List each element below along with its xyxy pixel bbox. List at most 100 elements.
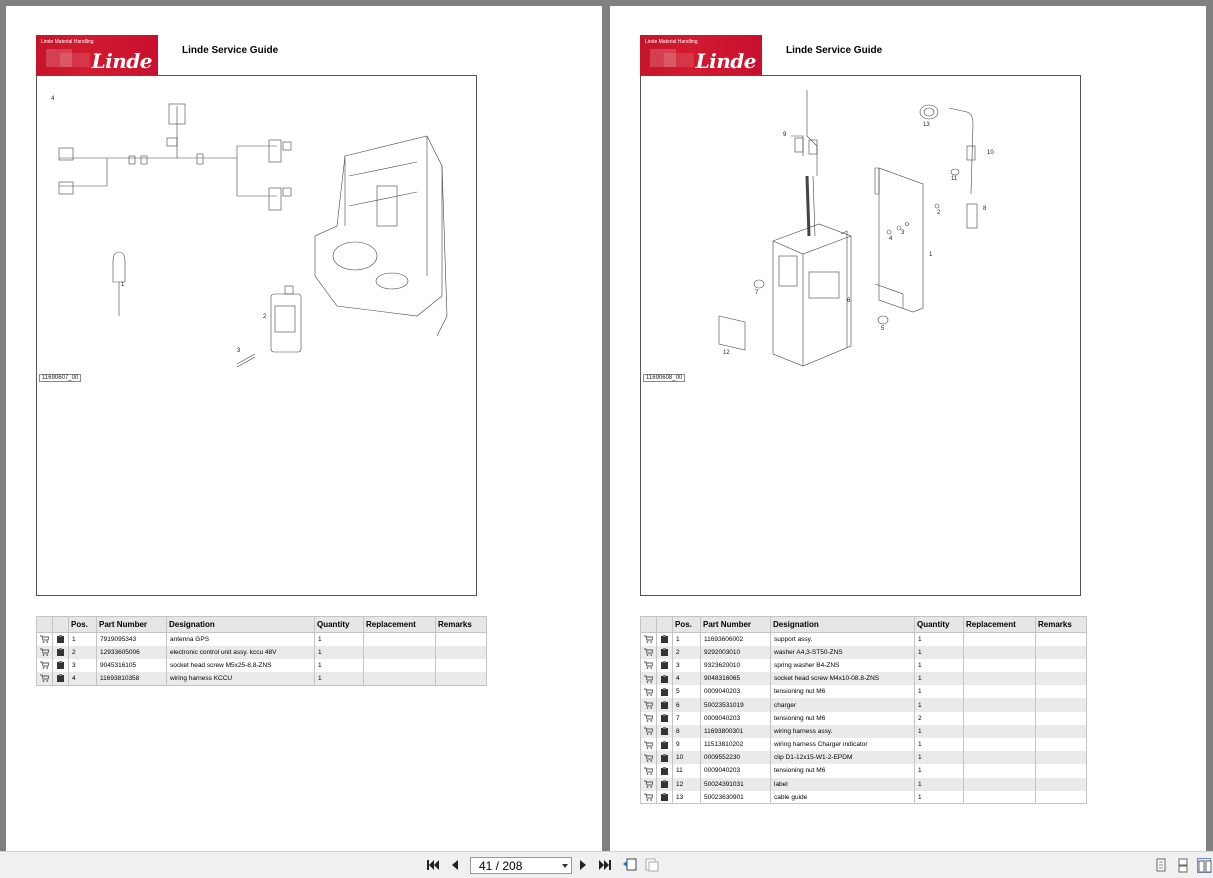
cart-cell[interactable]: [640, 764, 657, 778]
clipboard-icon[interactable]: [56, 635, 65, 644]
cart-cell[interactable]: [640, 685, 657, 699]
cart-cell[interactable]: [640, 777, 657, 791]
info-cell[interactable]: [656, 764, 673, 778]
info-cell[interactable]: [656, 698, 673, 712]
clipboard-icon[interactable]: [660, 687, 669, 696]
cart-icon[interactable]: [40, 648, 50, 657]
info-cell[interactable]: [656, 711, 673, 725]
info-cell[interactable]: [656, 645, 673, 659]
cart-cell[interactable]: [640, 645, 657, 659]
cart-icon[interactable]: [644, 635, 654, 644]
info-cell[interactable]: [52, 672, 69, 686]
clipboard-icon[interactable]: [660, 740, 669, 749]
cart-icon[interactable]: [644, 793, 654, 801]
info-cell[interactable]: [656, 658, 673, 673]
col-header-part-number: Part Number: [96, 616, 167, 633]
clipboard-icon[interactable]: [56, 661, 65, 670]
clipboard-icon[interactable]: [660, 661, 669, 670]
skip-last-icon[interactable]: [598, 858, 612, 872]
clipboard-icon[interactable]: [56, 648, 65, 657]
back-view-icon[interactable]: [622, 858, 637, 872]
cart-icon[interactable]: [644, 727, 654, 736]
cart-cell[interactable]: [640, 658, 657, 673]
cart-icon[interactable]: [644, 741, 654, 749]
cart-icon[interactable]: [644, 767, 654, 775]
cart-cell[interactable]: [640, 698, 657, 712]
clipboard-icon[interactable]: [660, 674, 669, 683]
cell-replacement: [963, 764, 1036, 778]
forward-view-icon[interactable]: [644, 858, 659, 872]
cart-icon[interactable]: [644, 701, 654, 709]
cart-icon[interactable]: [644, 780, 654, 789]
info-cell[interactable]: [52, 658, 69, 673]
cart-cell[interactable]: [640, 790, 657, 805]
cart-cell[interactable]: [640, 632, 657, 646]
cart-cell[interactable]: [640, 738, 657, 752]
info-cell[interactable]: [656, 672, 673, 686]
cart-cell[interactable]: [640, 751, 657, 765]
clipboard-icon[interactable]: [660, 753, 669, 762]
next-page-icon[interactable]: [576, 858, 590, 872]
cart-icon[interactable]: [644, 688, 654, 696]
page-number-select[interactable]: 41 / 208: [470, 857, 572, 874]
skip-first-icon[interactable]: [426, 858, 440, 872]
info-cell[interactable]: [52, 632, 69, 646]
cart-icon[interactable]: [40, 661, 50, 670]
info-cell[interactable]: [656, 685, 673, 699]
single-page-view-icon[interactable]: [1154, 858, 1168, 873]
clipboard-icon[interactable]: [660, 793, 669, 802]
clipboard-icon[interactable]: [660, 766, 669, 775]
clipboard-icon[interactable]: [660, 727, 669, 736]
clipboard-icon[interactable]: [660, 780, 669, 789]
cart-cell[interactable]: [36, 632, 53, 646]
two-page-view-icon[interactable]: [1197, 858, 1212, 873]
clipboard-icon[interactable]: [660, 714, 669, 723]
cart-cell[interactable]: [36, 658, 53, 673]
cart-cell[interactable]: [640, 711, 657, 725]
guide-title: Linde Service Guide: [182, 45, 279, 56]
info-cell[interactable]: [52, 645, 69, 659]
cart-icon[interactable]: [644, 648, 654, 657]
document-viewport[interactable]: Linde Material Handling Linde Linde Serv…: [0, 0, 1213, 851]
cart-icon[interactable]: [40, 674, 50, 683]
cart-icon[interactable]: [644, 754, 654, 762]
cart-icon[interactable]: [40, 635, 50, 644]
cart-cell[interactable]: [36, 645, 53, 659]
cart-icon[interactable]: [644, 675, 654, 683]
clipboard-icon[interactable]: [660, 701, 669, 710]
cart-cell[interactable]: [36, 672, 53, 686]
info-cell[interactable]: [656, 777, 673, 791]
info-cell[interactable]: [656, 632, 673, 646]
clipboard-icon[interactable]: [660, 648, 669, 657]
clipboard-icon[interactable]: [660, 635, 669, 644]
prev-page-icon[interactable]: [448, 858, 462, 872]
cart-icon[interactable]: [644, 661, 654, 670]
info-cell[interactable]: [656, 738, 673, 752]
cart-icon[interactable]: [644, 714, 654, 723]
info-cell[interactable]: [656, 790, 673, 805]
info-cell[interactable]: [656, 751, 673, 765]
cart-cell[interactable]: [640, 672, 657, 686]
chevron-down-icon[interactable]: [562, 864, 568, 868]
continuous-view-icon[interactable]: [1176, 858, 1190, 873]
cart-cell[interactable]: [640, 724, 657, 738]
info-cell[interactable]: [656, 724, 673, 738]
clipboard-icon[interactable]: [56, 674, 65, 683]
